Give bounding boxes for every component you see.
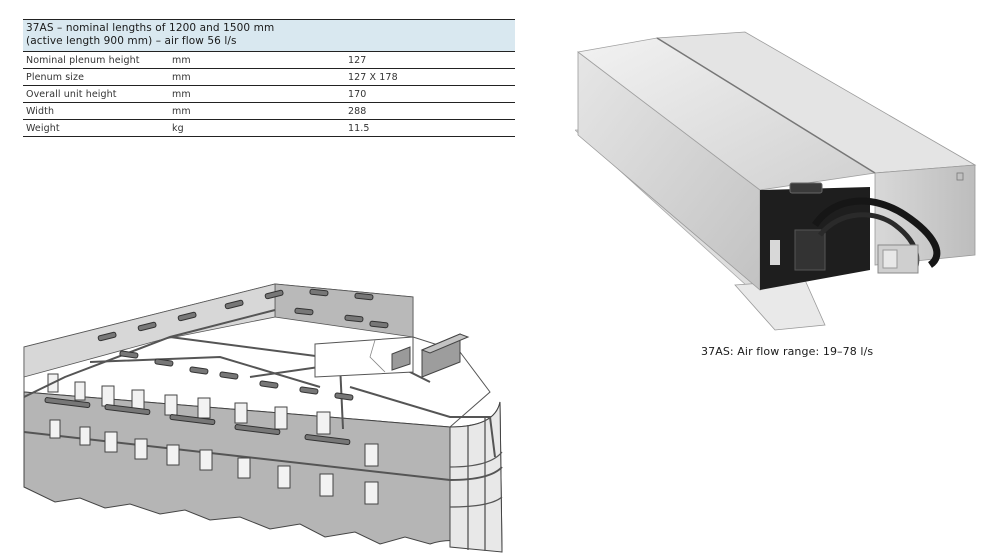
- row-label: Weight: [23, 119, 169, 137]
- row-label: Nominal plenum height: [23, 51, 169, 69]
- row-unit: mm: [169, 68, 345, 86]
- table-row: Nominal plenum height mm 127: [23, 51, 515, 69]
- spec-table-header: 37AS – nominal lengths of 1200 and 1500 …: [23, 19, 515, 52]
- row-value: 170: [345, 85, 515, 103]
- product-illustration: [575, 31, 977, 331]
- table-row: Overall unit height mm 170: [23, 85, 515, 103]
- product-caption: 37AS: Air flow range: 19–78 l/s: [701, 345, 874, 358]
- table-row: Weight kg 11.5: [23, 119, 515, 137]
- row-label: Plenum size: [23, 68, 169, 86]
- row-unit: mm: [169, 51, 345, 69]
- spec-table-title-line1: 37AS – nominal lengths of 1200 and 1500 …: [26, 22, 275, 34]
- row-unit: kg: [169, 119, 345, 137]
- spec-table: 37AS – nominal lengths of 1200 and 1500 …: [23, 19, 515, 137]
- row-value: 127: [345, 51, 515, 69]
- row-unit: mm: [169, 85, 345, 103]
- table-row: Width mm 288: [23, 102, 515, 120]
- spec-table-title-line2: (active length 900 mm) – air flow 56 l/s: [26, 35, 237, 47]
- row-value: 288: [345, 102, 515, 120]
- table-row: Plenum size mm 127 X 178: [23, 68, 515, 86]
- row-unit: mm: [169, 102, 345, 120]
- row-label: Width: [23, 102, 169, 120]
- row-label: Overall unit height: [23, 85, 169, 103]
- row-value: 127 X 178: [345, 68, 515, 86]
- building-illustration: [23, 283, 503, 553]
- row-value: 11.5: [345, 119, 515, 137]
